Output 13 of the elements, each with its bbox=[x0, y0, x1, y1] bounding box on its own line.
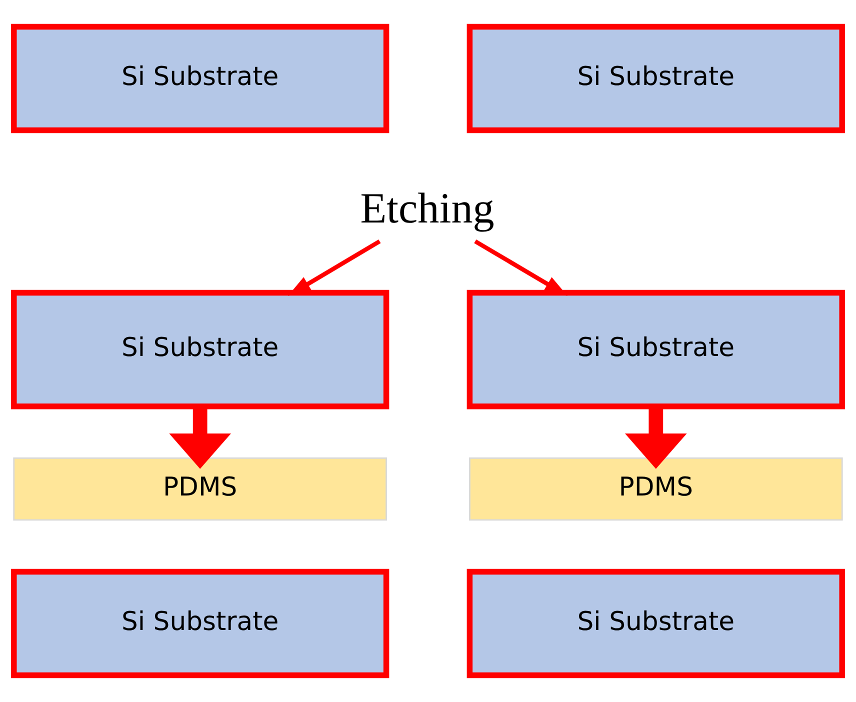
node-box: Si Substrate bbox=[466, 24, 845, 134]
arrow bbox=[169, 406, 232, 469]
node-box: Si Substrate bbox=[466, 290, 845, 410]
arrow bbox=[474, 239, 568, 296]
node-box: Si Substrate bbox=[11, 290, 390, 410]
node-box: Si Substrate bbox=[466, 568, 845, 678]
node-box: PDMS bbox=[13, 457, 388, 521]
node-box: Si Substrate bbox=[11, 24, 390, 134]
arrow bbox=[624, 406, 687, 469]
node-box: PDMS bbox=[468, 457, 843, 521]
node-box: Si Substrate bbox=[11, 568, 390, 678]
node-text: Etching bbox=[360, 185, 494, 232]
arrow bbox=[288, 239, 381, 296]
